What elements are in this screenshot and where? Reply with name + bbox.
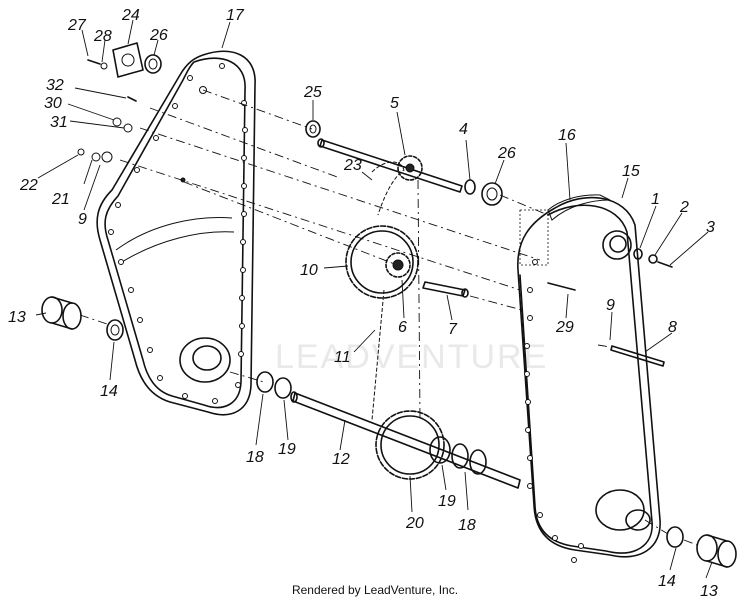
watermark-text: LEADVENTURE	[275, 338, 548, 376]
callout-8: 8	[668, 319, 677, 336]
callout-32: 32	[46, 77, 64, 94]
callout-5: 5	[390, 95, 399, 112]
right-bushing-13	[696, 534, 737, 568]
chain-23	[371, 161, 405, 216]
callout-19-right: 19	[438, 493, 456, 510]
tine-shaft-12	[290, 391, 521, 489]
callout-4: 4	[459, 121, 468, 138]
sprocket-20	[375, 410, 445, 480]
callout-18-left: 18	[246, 449, 264, 466]
callout-2: 2	[679, 199, 689, 216]
callout-6: 6	[398, 319, 407, 336]
spacer-4	[464, 179, 476, 195]
callout-26-left: 26	[149, 27, 168, 44]
callout-14-left: 14	[100, 383, 118, 400]
left-chain-case	[96, 50, 256, 416]
callout-25: 25	[303, 84, 322, 101]
callout-13-right: 13	[700, 583, 718, 600]
callout-10: 10	[300, 262, 318, 279]
bolt-8	[610, 345, 665, 367]
callout-28: 28	[93, 28, 112, 45]
callout-11: 11	[334, 349, 351, 366]
callout-17: 17	[226, 7, 245, 24]
bolt-29	[547, 282, 576, 291]
callout-7: 7	[448, 321, 458, 338]
screw-1-2-3	[633, 248, 673, 268]
callout-12: 12	[332, 451, 350, 468]
callout-16: 16	[558, 127, 576, 144]
flange-plate-24	[112, 42, 144, 78]
sprocket-10	[345, 225, 419, 299]
callout-30: 30	[44, 95, 62, 112]
bearing-26-top	[144, 54, 162, 74]
callout-14-right: 14	[658, 573, 676, 590]
callout-20: 20	[405, 515, 424, 532]
washer-18-19-left	[256, 371, 292, 399]
chain-11	[371, 289, 385, 421]
callout-1: 1	[651, 191, 660, 208]
left-bushing-13	[41, 296, 82, 330]
callout-numbers: 17 25 5 4 26 16 15 1 2 3 23 10 6 7 29 9 …	[8, 7, 718, 600]
right-seal-14	[666, 526, 684, 548]
callout-26-right: 26	[497, 145, 516, 162]
callout-19-left: 19	[278, 441, 296, 458]
callout-31: 31	[50, 114, 68, 131]
left-seal-14	[106, 319, 124, 341]
callout-21: 21	[51, 191, 70, 208]
callout-27: 27	[67, 17, 87, 34]
callout-9-right: 9	[606, 297, 615, 314]
callout-22: 22	[19, 177, 38, 194]
hardware-left-cluster	[77, 59, 137, 163]
callout-29: 29	[555, 319, 574, 336]
alignment-lines	[79, 89, 701, 547]
footer-credit: Rendered by LeadVenture, Inc.	[291, 583, 459, 597]
bearing-25	[305, 120, 321, 138]
bearing-26-right	[481, 182, 503, 206]
upper-shaft-5	[317, 138, 463, 193]
callout-18-right: 18	[458, 517, 476, 534]
callout-3: 3	[706, 219, 715, 236]
right-chain-case	[517, 194, 661, 563]
callout-15: 15	[622, 163, 640, 180]
callout-9-left: 9	[78, 211, 87, 228]
callout-24: 24	[121, 7, 140, 24]
leader-lines	[35, 19, 713, 579]
jack-shaft-7	[422, 281, 469, 298]
small-sprocket-5	[397, 155, 423, 181]
callout-13-left: 13	[8, 309, 26, 326]
callout-23: 23	[343, 157, 362, 174]
